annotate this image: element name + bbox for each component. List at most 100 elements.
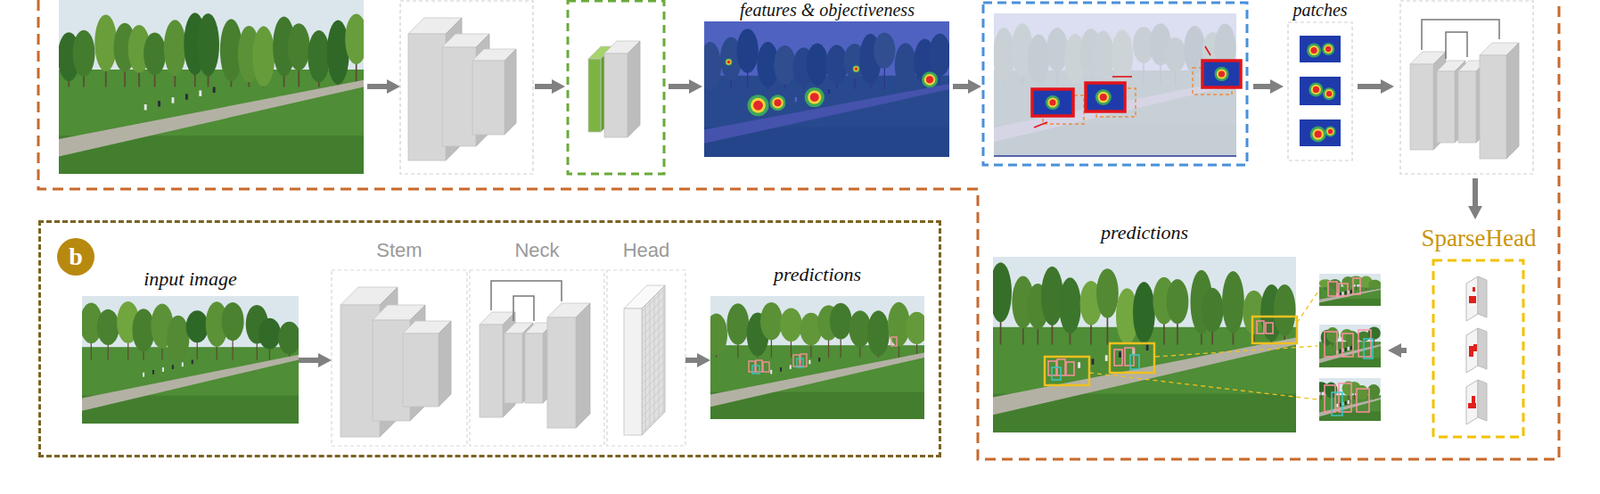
photo-scene (710, 295, 925, 419)
shift-arrow (1205, 46, 1211, 56)
slab-front (588, 58, 601, 132)
tree-crown (779, 307, 803, 342)
neck-block: Neck (469, 238, 605, 446)
detection-box (1032, 89, 1074, 116)
slab-front (442, 47, 476, 147)
tree-crown (73, 30, 96, 77)
photo-scene (704, 21, 950, 157)
tree-crown (278, 321, 299, 355)
detection-box (1342, 333, 1354, 357)
footpath (82, 354, 299, 411)
detection-box (1338, 283, 1348, 296)
heat-overlay (1032, 89, 1074, 116)
person (1345, 401, 1347, 405)
detection-box (1044, 356, 1090, 386)
tree-crown (760, 302, 783, 340)
heat-blob (1306, 43, 1322, 58)
slab-side (1506, 42, 1519, 159)
photo-scene (1319, 273, 1381, 306)
tree-crown (710, 312, 728, 355)
tree-crown (307, 30, 330, 83)
layer-slab (623, 285, 665, 435)
detection-box (796, 358, 804, 368)
detection-box (1265, 322, 1273, 334)
heat-overlay (1085, 82, 1125, 112)
heat-blob (1321, 42, 1335, 56)
heat-blob (1312, 128, 1324, 140)
footpath (992, 337, 1297, 416)
heat-blob (750, 98, 766, 114)
slab-front (604, 53, 628, 138)
node-label: Neck (469, 238, 605, 262)
flow-arrow (1472, 178, 1478, 208)
heat-patch (1032, 89, 1074, 116)
detection-box (1252, 316, 1297, 344)
slab-side (575, 303, 591, 428)
tree-crown (726, 303, 749, 345)
dashed-frame (1433, 260, 1524, 437)
detection-box (1202, 60, 1241, 88)
detection-box (1328, 281, 1338, 296)
sparse-plane-side (1477, 328, 1487, 370)
patch-ground (1202, 60, 1241, 88)
stem-block: Stem (331, 238, 468, 446)
tree-crown (905, 311, 925, 345)
heat-blob (726, 59, 732, 66)
active-cell (1472, 287, 1476, 292)
node-label: features & objectiveness (702, 0, 952, 21)
slab-front (479, 324, 503, 418)
person (779, 367, 782, 372)
active-cell (1473, 344, 1477, 352)
slab-front (408, 33, 446, 161)
heat-blob (1218, 70, 1225, 77)
detection-box (1124, 347, 1134, 366)
sky (1319, 273, 1381, 306)
grass (1319, 394, 1381, 421)
heat-blob (1326, 127, 1334, 135)
active-cell (1468, 295, 1477, 304)
person (162, 367, 165, 372)
detection-box (1109, 343, 1155, 373)
node-label: predictions (991, 221, 1298, 244)
node-label: patches (1280, 0, 1361, 21)
person (1118, 351, 1122, 358)
person (1091, 358, 1095, 365)
skip-connection (513, 295, 534, 321)
tree-crown (164, 19, 187, 76)
slab-side (504, 49, 517, 135)
layer-slab (472, 49, 517, 135)
detection-box (1353, 278, 1361, 295)
detection-box (1130, 354, 1140, 370)
node-label: input image (82, 267, 299, 290)
tree-crown (1367, 326, 1380, 339)
dashed-frame (1400, 0, 1534, 174)
heat-blob (1312, 86, 1320, 93)
heat-blob (770, 94, 787, 111)
heat-blob (1325, 46, 1331, 52)
prediction-image: predictions (710, 262, 925, 419)
heat-blob (807, 90, 821, 104)
patch-ground (1299, 119, 1341, 147)
grid-line (658, 291, 660, 419)
patch-stack: patches (1280, 0, 1361, 163)
sparse-plane (1466, 276, 1478, 321)
heat-blob (853, 65, 860, 72)
person (213, 87, 216, 94)
person (1345, 290, 1347, 295)
tree-crown (992, 262, 1012, 322)
dashed-frame (1288, 22, 1353, 161)
sparse-head: SparseHead (1406, 222, 1551, 439)
leader-line (1296, 292, 1318, 323)
prediction-image: predictions (991, 213, 1388, 435)
detection-box (1331, 392, 1343, 416)
sparse-plane (1466, 379, 1478, 425)
active-cell (1468, 345, 1474, 357)
skip-connection (1445, 32, 1468, 59)
skip-connection (1421, 19, 1500, 50)
patch-ground (1299, 76, 1341, 106)
detection-box (1324, 331, 1338, 357)
flow-arrow (298, 357, 320, 363)
layer-slab (1479, 42, 1519, 159)
person (1350, 289, 1353, 294)
tree-crown (1201, 287, 1224, 333)
